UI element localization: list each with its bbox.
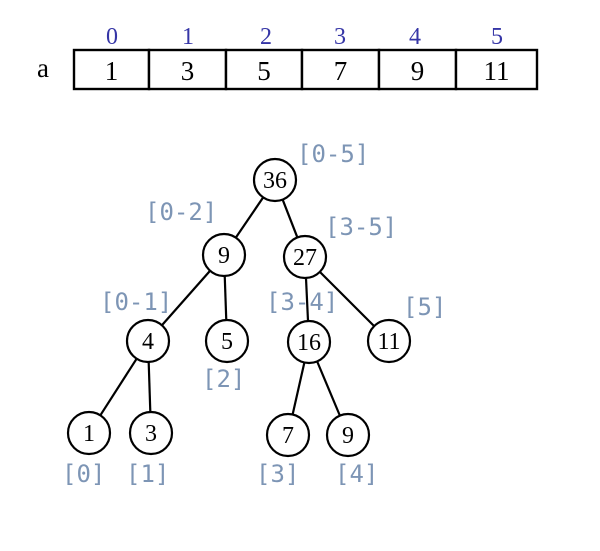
tree-node-value: 5 xyxy=(221,329,233,355)
tree-node-circle xyxy=(282,234,328,280)
array-cell xyxy=(454,48,539,91)
array-cell xyxy=(147,48,228,91)
array-index-label: 4 xyxy=(409,24,421,50)
tree-node-circle xyxy=(125,318,171,364)
tree-node-value: 11 xyxy=(377,329,400,355)
tree-node: 4 xyxy=(125,318,171,364)
array-cell-value: 5 xyxy=(257,56,271,86)
tree-node: 7 xyxy=(265,412,311,458)
tree-node: 36 xyxy=(252,157,298,203)
tree-node: 16 xyxy=(286,319,332,365)
array-cell xyxy=(224,48,304,91)
array-index-label: 1 xyxy=(182,24,194,50)
tree-edge xyxy=(234,196,265,239)
tree-node-range: [2] xyxy=(202,365,245,393)
tree-node: 27 xyxy=(282,234,328,280)
tree-node-range: [3-5] xyxy=(325,213,397,241)
array-cells: 1 3 5 7 9 11 xyxy=(72,48,539,91)
tree-node-circle xyxy=(265,412,311,458)
tree-node-circle xyxy=(325,412,371,458)
array-index-label: 3 xyxy=(334,24,346,50)
tree-node: 1 xyxy=(66,410,112,456)
tree-node: 5 xyxy=(204,318,250,364)
array-cell-value: 11 xyxy=(484,56,510,86)
tree-edge xyxy=(223,275,228,321)
array-cell-value: 3 xyxy=(181,56,195,86)
tree-node: 9 xyxy=(325,412,371,458)
tree-node-range: [1] xyxy=(126,460,169,488)
tree-edge xyxy=(281,199,299,238)
tree-edge xyxy=(316,360,341,417)
tree-node-circle xyxy=(204,318,250,364)
tree-edge xyxy=(304,277,310,322)
tree-node-value: 16 xyxy=(297,330,321,356)
tree-node-range: [4] xyxy=(335,460,378,488)
array-index-label: 0 xyxy=(106,24,118,50)
tree-node-circle xyxy=(128,410,174,456)
tree-node: 11 xyxy=(366,318,412,364)
tree-edge xyxy=(147,361,152,413)
array-cell-value: 1 xyxy=(105,56,119,86)
tree-node-range: [3-4] xyxy=(266,288,338,316)
tree-range-labels: [0-5] [0-2] [3-5] [0-1] [2] [3-4] [5] [0] [1] [3]… xyxy=(62,140,446,488)
tree-node-range: [0-1] xyxy=(100,288,172,316)
tree-node-value: 27 xyxy=(293,245,317,271)
tree-node-circle xyxy=(66,410,112,456)
tree-node-circle xyxy=(366,318,412,364)
tree-node-range: [5] xyxy=(403,293,446,321)
array-cell-value: 9 xyxy=(411,56,425,86)
tree-node-value: 36 xyxy=(263,168,287,194)
tree-edges xyxy=(99,196,375,417)
tree-node-circle xyxy=(252,157,298,203)
array-cell xyxy=(377,48,458,91)
tree-node-range: [0-5] xyxy=(297,140,369,168)
tree-edge xyxy=(319,271,375,327)
tree-node-value: 7 xyxy=(282,423,294,449)
tree-node-range: [0] xyxy=(62,460,105,488)
tree-node: 3 xyxy=(128,410,174,456)
array-index-label: 5 xyxy=(491,24,503,50)
array-label: a xyxy=(37,53,49,83)
tree-node: 9 xyxy=(201,232,247,278)
tree-node-range: [0-2] xyxy=(145,198,217,226)
tree-node-circle xyxy=(201,232,247,278)
tree-edge xyxy=(291,362,306,415)
array-indices: 0 1 2 3 4 5 xyxy=(106,24,503,50)
tree-node-circle xyxy=(286,319,332,365)
tree-node-value: 1 xyxy=(83,421,95,447)
tree-node-value: 4 xyxy=(142,329,154,355)
array: a 1 3 5 7 9 11 0 1 2 3 4 5 xyxy=(37,24,539,91)
tree-node-range: [3] xyxy=(256,460,299,488)
tree-node-value: 9 xyxy=(342,423,354,449)
array-index-label: 2 xyxy=(260,24,272,50)
tree-edge xyxy=(161,270,211,326)
tree-node-value: 9 xyxy=(218,243,230,269)
tree-edge xyxy=(99,358,138,416)
array-cell xyxy=(72,48,151,91)
array-cell-value: 7 xyxy=(334,56,348,86)
tree-node-value: 3 xyxy=(145,421,157,447)
